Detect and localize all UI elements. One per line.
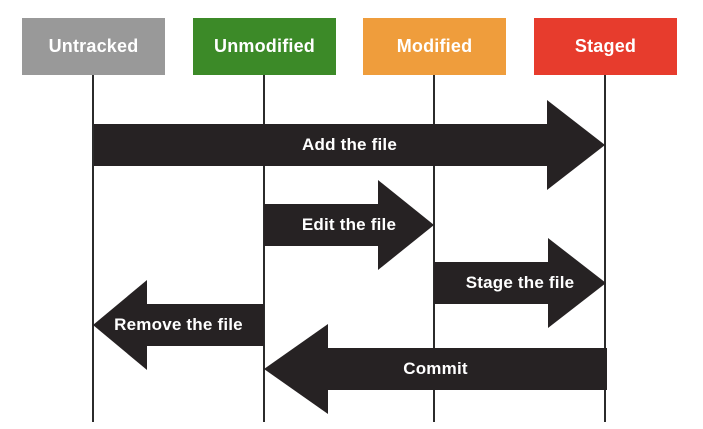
arrow-shaft — [147, 304, 264, 346]
state-box-modified: Modified — [363, 18, 506, 75]
arrow-shaft — [434, 262, 548, 304]
transition-arrow-add-the-file: Add the file — [94, 100, 605, 190]
arrow-label-commit: Commit — [403, 359, 468, 378]
arrow-label-remove-the-file: Remove the file — [114, 315, 243, 334]
state-label-staged: Staged — [574, 36, 637, 56]
state-box-staged: Staged — [534, 18, 677, 75]
arrow-shaft — [328, 348, 607, 390]
arrow-shaft — [94, 124, 547, 166]
arrow-label-edit-the-file: Edit the file — [301, 215, 397, 234]
arrow-label-stage-the-file: Stage the file — [465, 273, 575, 292]
state-label-modified: Modified — [396, 36, 473, 56]
arrow-shaft — [264, 204, 378, 246]
transition-arrow-remove-the-file: Remove the file — [93, 280, 264, 370]
lifeline-staged — [604, 75, 606, 422]
lifeline-unmodified — [263, 75, 265, 422]
lifeline-untracked — [92, 75, 94, 422]
transition-arrow-commit: Commit — [264, 324, 607, 414]
transition-arrow-stage-the-file: Stage the file — [434, 238, 606, 328]
state-box-unmodified: Unmodified — [193, 18, 336, 75]
arrow-label-add-the-file: Add the file — [302, 135, 397, 154]
transition-arrow-edit-the-file: Edit the file — [264, 180, 434, 270]
lifeline-modified — [433, 75, 435, 422]
state-box-untracked: Untracked — [22, 18, 165, 75]
state-label-untracked: Untracked — [48, 36, 139, 56]
state-label-unmodified: Unmodified — [214, 36, 315, 56]
